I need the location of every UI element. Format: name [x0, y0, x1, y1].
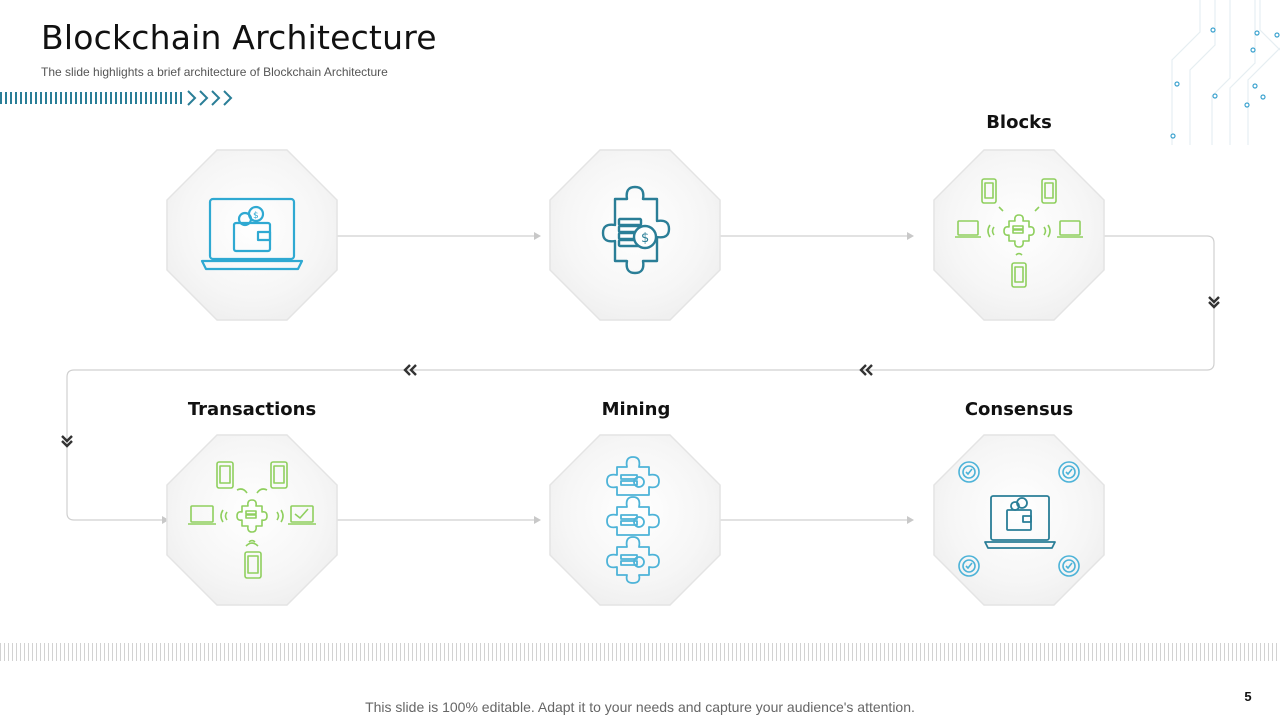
chevron-decoration-icon — [187, 90, 233, 106]
laptop-wallet-icon: $ — [200, 197, 304, 271]
footer-note: This slide is 100% editable. Adapt it to… — [365, 699, 915, 715]
laptop-verified-icon — [958, 461, 1080, 577]
node-label-transactions: Transactions — [187, 399, 317, 420]
network-devices-icon — [188, 461, 316, 579]
slide-title: Blockchain Architecture — [41, 18, 437, 57]
svg-text:$: $ — [253, 211, 259, 221]
page-number: 5 — [1244, 689, 1252, 704]
chevron-left-icon — [403, 364, 417, 376]
node-consensus — [934, 435, 1104, 605]
node-transactions — [167, 435, 337, 605]
slide-subtitle: The slide highlights a brief architectur… — [41, 65, 388, 79]
node-label-blocks: Blocks — [986, 112, 1052, 133]
header-hatch-bar — [0, 92, 183, 104]
svg-text:$: $ — [641, 231, 649, 246]
network-devices-icon — [955, 178, 1083, 288]
puzzle-chain-icon — [606, 456, 660, 584]
puzzle-coins-icon: $ — [601, 185, 671, 275]
chevron-down-icon — [1208, 296, 1220, 309]
chevron-down-icon — [61, 435, 73, 448]
node-label-consensus: Consensus — [964, 399, 1074, 420]
chevron-left-icon — [859, 364, 873, 376]
node-label-mining: Mining — [601, 399, 671, 420]
footer-hatch-bar — [0, 643, 1280, 661]
circuit-decoration-icon — [1170, 0, 1280, 145]
node-wallet — [167, 150, 337, 320]
